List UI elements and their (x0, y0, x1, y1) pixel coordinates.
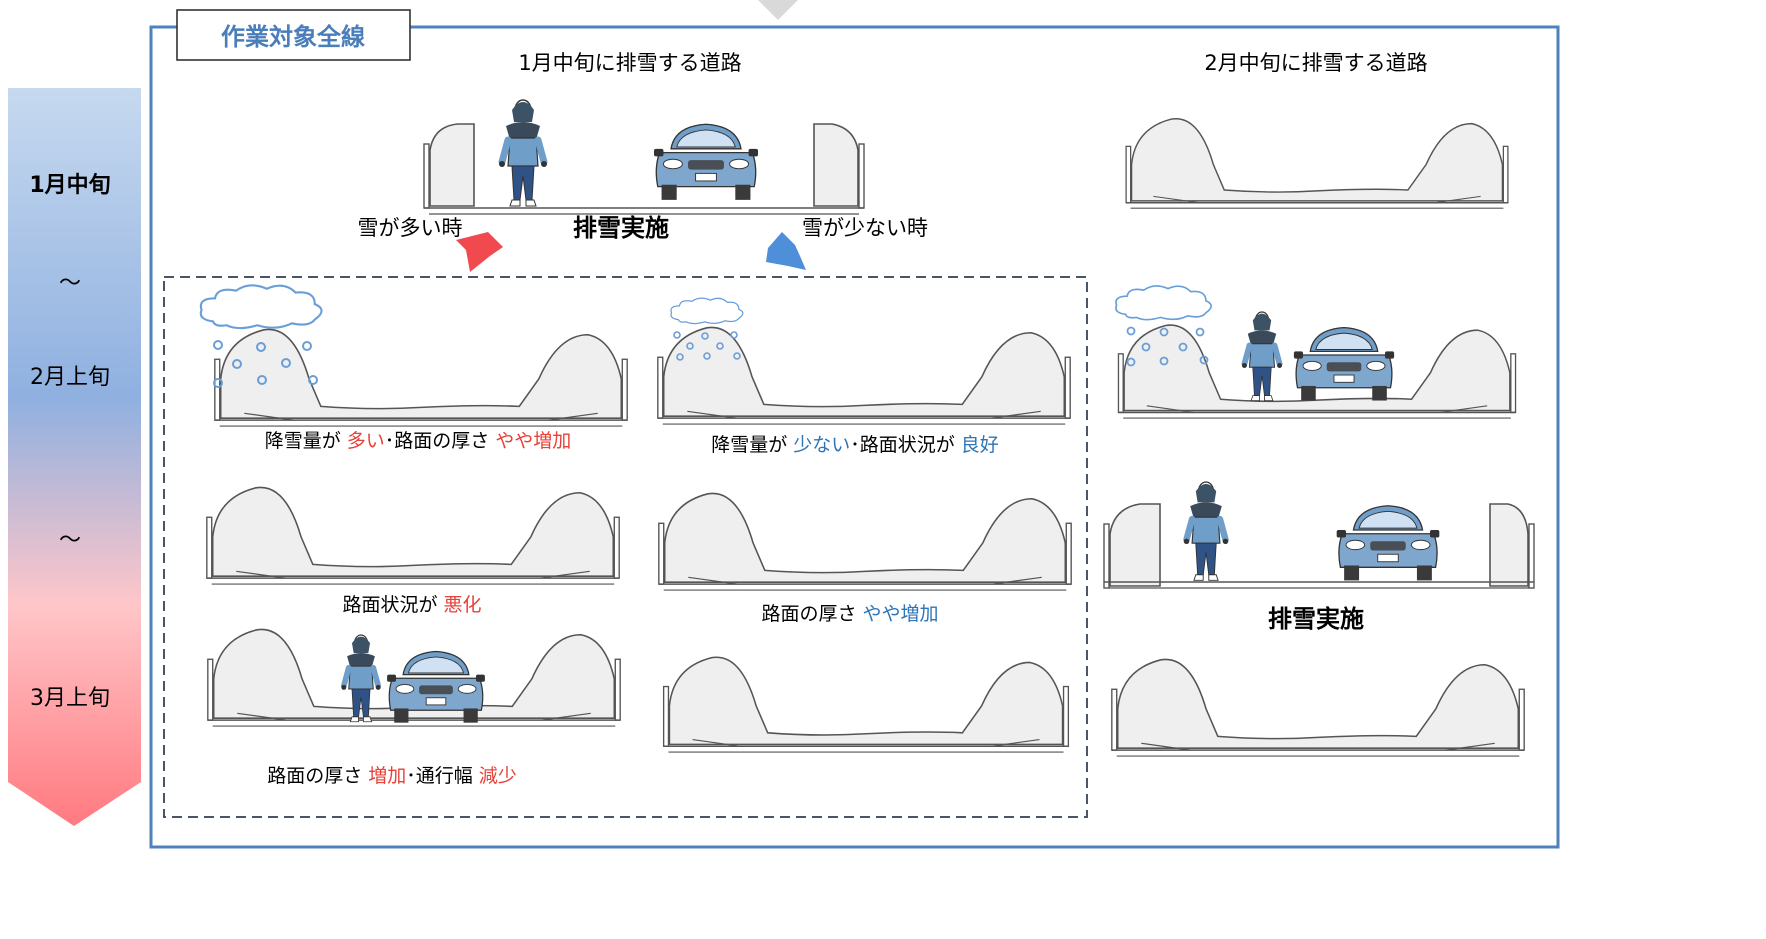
title-tab-text: 作業対象全線 (221, 23, 365, 51)
timeline-label-jan-mid: 1月中旬 (29, 172, 110, 198)
heavy-road-2 (206, 486, 620, 585)
light-road-2 (658, 492, 1072, 591)
snow-bank-icon (1125, 117, 1509, 209)
snow-bank-icon (423, 123, 865, 215)
feb-cleared-road (1103, 482, 1535, 589)
feb-column-header: 2月中旬に排雪する道路 (1204, 51, 1427, 75)
light-road-3 (662, 656, 1070, 753)
snowflakes (213, 340, 318, 388)
snow-cloud-icon (1115, 285, 1213, 321)
snow-bank-icon (658, 492, 1072, 591)
title-tab (176, 9, 411, 61)
feb-road-2 (1115, 285, 1517, 419)
car-icon (653, 123, 759, 201)
timeline-label-tilde-1: 〜 (59, 271, 81, 296)
pedestrian-icon (499, 100, 547, 206)
snow-cloud-icon (199, 284, 323, 330)
timeline: 1月中旬 〜 2月上旬 〜 3月上旬 (8, 88, 141, 826)
timeline-arrow (8, 88, 141, 826)
snow-bank-icon (206, 486, 620, 585)
snow-cloud-icon (670, 297, 744, 325)
jan-clearing-label: 排雪実施 (573, 214, 669, 242)
timeline-label-tilde-2: 〜 (59, 528, 81, 553)
heavy-caption-1: 降雪量が 多い･路面の厚さ やや増加 (265, 430, 572, 452)
top-arrow-tip (758, 0, 798, 20)
red-arrow (456, 232, 503, 272)
snow-bank-icon (1111, 658, 1525, 757)
heavy-caption-2: 路面状況が 悪化 (342, 594, 481, 616)
snow-bank-icon (1103, 503, 1535, 589)
snowflakes (1126, 326, 1209, 367)
feb-road-1 (1125, 117, 1509, 209)
pedestrian-icon (1242, 312, 1282, 401)
jan-cleared-road (423, 100, 865, 215)
light-caption-1: 降雪量が 少ない･路面状況が 良好 (711, 434, 999, 456)
feb-road-3 (1111, 658, 1525, 757)
timeline-label-feb-early: 2月上旬 (30, 365, 110, 390)
heavy-caption-3: 路面の厚さ 増加･通行幅 減少 (267, 765, 517, 787)
snow-bank-icon (657, 326, 1071, 425)
heavy-road-1 (199, 284, 628, 427)
light-road-1 (657, 297, 1071, 425)
heavy-road-3 (207, 628, 621, 727)
little-snow-label: 雪が少ない時 (802, 216, 928, 240)
blue-arrow (766, 232, 806, 270)
many-snow-label: 雪が多い時 (358, 216, 463, 240)
car-icon (1293, 326, 1395, 402)
timeline-label-mar-early: 3月上旬 (30, 686, 110, 711)
snowflakes (673, 331, 741, 361)
pedestrian-icon (1184, 482, 1229, 580)
outer-frame (149, 25, 1560, 849)
snow-bank-icon (662, 656, 1070, 753)
car-icon (1335, 505, 1441, 582)
snow-bank-icon (214, 328, 628, 427)
light-caption-2: 路面の厚さ やや増加 (761, 603, 938, 625)
jan-column-header: 1月中旬に排雪する道路 (518, 51, 741, 75)
feb-clearing-label: 排雪実施 (1268, 605, 1364, 633)
scenario-dashed-box (163, 276, 1088, 818)
